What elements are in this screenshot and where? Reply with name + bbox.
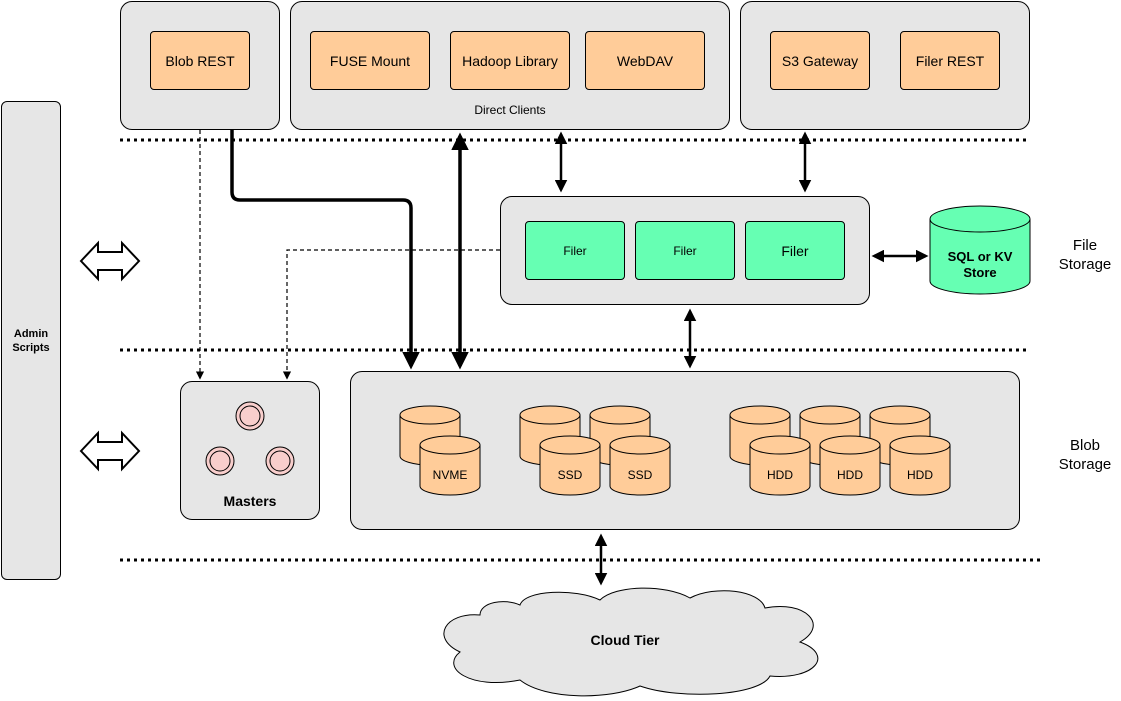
disk-label: HDD [837, 468, 863, 482]
disk-label: HDD [907, 468, 933, 482]
webdav-node: WebDAV [585, 31, 705, 90]
disk-group: NVME SSD SSD HDD HDD HDD [399, 405, 951, 496]
direct-clients-label: Direct Clients [474, 103, 546, 117]
store-label-line2: Store [963, 265, 996, 280]
blob-rest-node: Blob REST [150, 31, 250, 90]
masters-label: Masters [223, 493, 277, 509]
disk-label: NVME [433, 468, 468, 482]
master-circle-icon [265, 446, 295, 476]
admin-scripts-panel [1, 101, 61, 580]
disk-cylinder-labeled: HDD [889, 435, 951, 496]
admin-file-arrow-icon [79, 240, 141, 282]
s3-gateway-node: S3 Gateway [770, 31, 870, 90]
sql-kv-store-cylinder [929, 205, 1031, 295]
cloud-tier-shape [443, 587, 819, 697]
disk-label: SSD [628, 468, 653, 482]
blob-storage-line1: Blob [1069, 437, 1101, 454]
disk-label: SSD [558, 468, 583, 482]
filer-rest-label: Filer REST [915, 52, 985, 69]
master-circle-icon [205, 446, 235, 476]
admin-scripts-label: Admin Scripts [1, 327, 61, 355]
store-label-line1: SQL or KV [948, 249, 1013, 264]
s3-gateway-label: S3 Gateway [781, 52, 859, 69]
disk-cylinder-labeled: HDD [819, 435, 881, 496]
hadoop-library-node: Hadoop Library [450, 31, 570, 90]
disk-cylinder-labeled: HDD [749, 435, 811, 496]
filer-2-label: Filer [673, 243, 697, 258]
filer-node-2: Filer [635, 221, 735, 280]
filer-to-masters-dashed [282, 249, 500, 380]
admin-scripts-line1: Admin [13, 328, 49, 340]
fuse-mount-node: FUSE Mount [310, 31, 430, 90]
disk-cylinder-labeled: SSD [539, 435, 601, 496]
blob-storage-label: Blob Storage [1050, 436, 1120, 474]
file-storage-label: File Storage [1050, 236, 1120, 274]
file-storage-line2: Storage [1058, 256, 1112, 273]
blob-rest-to-volumes-arrow [230, 130, 420, 370]
fuse-mount-label: FUSE Mount [329, 52, 411, 69]
cloud-tier-label: Cloud Tier [591, 632, 661, 648]
blob-storage-line2: Storage [1058, 456, 1112, 473]
master-circle-icon [235, 401, 265, 431]
blob-rest-label: Blob REST [165, 52, 235, 69]
filer-rest-node: Filer REST [900, 31, 1000, 90]
admin-blob-arrow-icon [79, 430, 141, 472]
filer-node-3: Filer [745, 221, 845, 280]
disk-label: HDD [767, 468, 793, 482]
filer-1-label: Filer [563, 243, 587, 258]
disk-cylinder-labeled: NVME [419, 435, 481, 496]
file-storage-line1: File [1072, 237, 1098, 254]
hadoop-library-label: Hadoop Library [462, 52, 558, 69]
disk-cylinder-labeled: SSD [609, 435, 671, 496]
webdav-label: WebDAV [616, 52, 674, 69]
filer-3-label: Filer [781, 242, 809, 259]
admin-scripts-line2: Scripts [12, 342, 50, 354]
filer-node-1: Filer [525, 221, 625, 280]
